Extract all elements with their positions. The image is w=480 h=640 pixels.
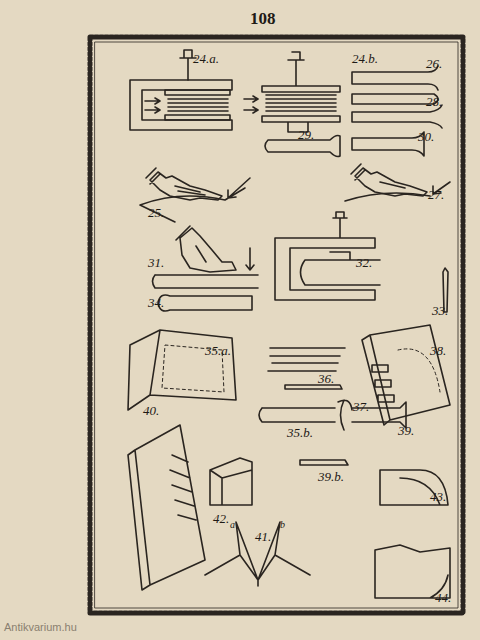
callout-number: 29. [298,128,314,141]
callout-number: 37. [353,400,369,413]
page-border [90,37,463,613]
callout-number: 44. [435,591,451,604]
spine-profile [352,66,438,90]
callout-number: 36. [318,372,334,385]
watermark: Antikvarium.hu [4,622,77,633]
callout-number: a [230,520,235,530]
callout-number: 25. [148,206,164,219]
press-illustration [262,52,340,132]
corner-profile [380,470,448,505]
pressure-arrows [145,98,160,113]
paper-sheet [140,178,250,222]
callout-number: 28. [426,95,442,108]
corner-block [210,458,252,505]
press-frame [130,80,232,130]
spine-profile [158,295,252,311]
callout-number: 24.b. [352,52,378,65]
hand-on-spine [153,226,259,288]
callout-number: 40. [143,404,159,417]
callout-number: 33. [432,304,448,317]
spine-profile [352,94,438,104]
callout-number: 27. [428,188,444,201]
callout-number: b [280,520,285,530]
board-strip [300,460,348,465]
pressure-arrows [244,96,258,113]
callout-number: 41. [255,530,271,543]
press-illustration [275,212,380,300]
hand-outline [351,164,427,196]
callout-number: 39. [398,424,414,437]
board-strips [268,348,345,389]
book-drawing [128,330,236,410]
open-book [205,522,310,586]
hand-drawing [345,164,450,201]
callout-number: 26. [426,57,442,70]
press-screw-stack [165,50,230,120]
paper-sheet [345,182,450,201]
callout-number: 39.b. [318,470,344,483]
figure-group [90,37,463,613]
inner-border [95,42,458,608]
callout-number: 34. [148,296,164,309]
spine-profile [259,400,406,430]
callout-number: 30. [418,130,434,143]
spine-profile [352,132,424,156]
callout-number: 35.b. [287,426,313,439]
callout-number: 38. [430,344,446,357]
callout-number: 24.a. [193,52,219,65]
callout-number: 32. [356,256,372,269]
callout-number: 43. [430,490,446,503]
callout-number: 35.a. [205,344,231,357]
book-drawing [128,425,205,590]
hand-drawing [146,168,222,200]
spine-profile [352,105,442,128]
page-number: 108 [250,10,276,27]
callout-number: 31. [148,256,164,269]
callout-number: 42. [213,512,229,525]
